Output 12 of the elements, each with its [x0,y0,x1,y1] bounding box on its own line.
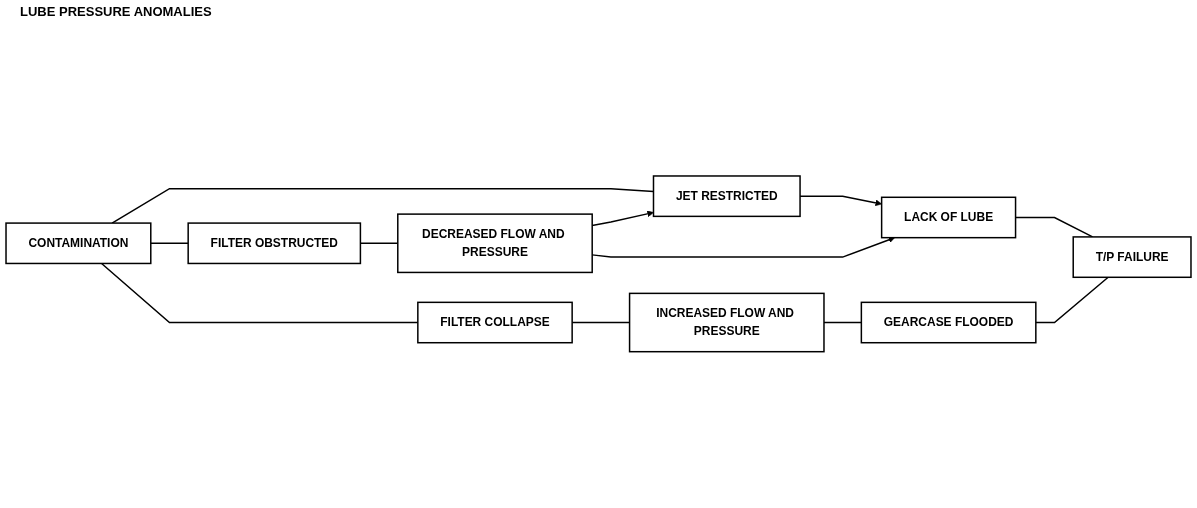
node-box: DECREASED FLOW AND PRESSURE [397,213,593,274]
connector [150,242,189,245]
node-box: JET RESTRICTED [652,175,801,218]
node-box: INCREASED FLOW AND PRESSURE [628,292,825,353]
node-box: CONTAMINATION [5,222,152,265]
node-box: T/P FAILURE [1072,236,1192,279]
connector [1035,276,1109,324]
node-box: FILTER COLLAPSE [417,301,573,344]
node-box: LACK OF LUBE [880,196,1017,239]
node-box: GEARCASE FLOODED [860,301,1037,344]
diagram-title: LUBE PRESSURE ANOMALIES [20,4,212,19]
node-box: FILTER OBSTRUCTED [187,222,362,265]
